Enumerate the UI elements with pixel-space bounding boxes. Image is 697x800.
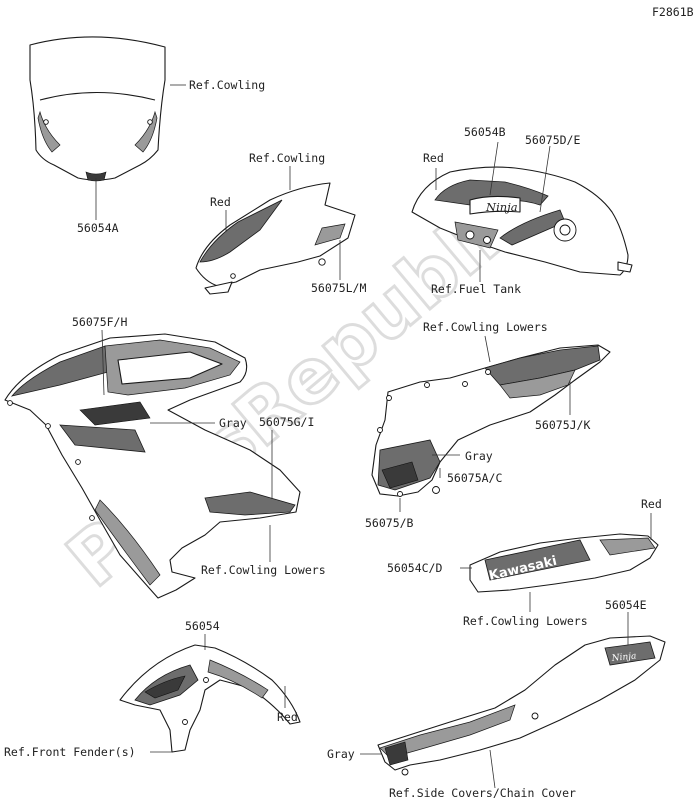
- label-tail-color: Gray: [327, 747, 355, 761]
- label-tank-ref: Ref.Fuel Tank: [431, 282, 521, 296]
- label-tank-part-b: 56054B: [464, 125, 506, 139]
- tank-logo: Ninja: [485, 200, 518, 214]
- upper-cowl: [195, 166, 356, 295]
- tail-logo: Ninja: [610, 651, 637, 664]
- label-lower-cowl-color: Gray: [465, 449, 493, 463]
- label-windshield-part: 56054A: [77, 221, 119, 235]
- label-lower-cowl-part-jk: 56075J/K: [535, 418, 590, 432]
- label-belly-color: Red: [641, 497, 662, 511]
- label-upper-cowl-part: 56075L/M: [311, 281, 366, 295]
- label-upper-cowl-ref: Ref.Cowling: [249, 151, 325, 165]
- side-cowl: [4, 329, 301, 599]
- label-fender-color: Red: [277, 710, 298, 724]
- label-tail-part: 56054E: [605, 598, 647, 612]
- label-lower-cowl-ref: Ref.Cowling Lowers: [423, 320, 548, 334]
- label-side-cowl-color: Gray: [219, 416, 247, 430]
- label-fender-part: 56054: [185, 619, 220, 633]
- label-belly-ref: Ref.Cowling Lowers: [463, 614, 588, 628]
- label-tank-part-de: 56075D/E: [525, 133, 580, 147]
- label-lower-cowl-part-b: 56075/B: [365, 516, 414, 530]
- label-upper-cowl-color: Red: [210, 195, 231, 209]
- label-tank-color: Red: [423, 151, 444, 165]
- fuel-tank: Ninja: [411, 141, 633, 282]
- lower-cowl: [371, 335, 611, 512]
- label-lower-cowl-part-ac: 56075A/C: [447, 471, 502, 485]
- label-side-cowl-part-gi: 56075G/I: [259, 415, 314, 429]
- tail-cover: Ninja: [360, 612, 666, 789]
- windshield: [29, 36, 186, 220]
- figure-code: F2861B: [652, 5, 694, 19]
- label-fender-ref: Ref.Front Fender(s): [4, 745, 136, 759]
- label-windshield-ref: Ref.Cowling: [189, 78, 265, 92]
- label-tail-ref: Ref.Side Covers/Chain Cover: [389, 786, 576, 800]
- front-fender: [119, 634, 301, 753]
- label-side-cowl-part-fh: 56075F/H: [72, 315, 127, 329]
- belly-pan: Kawasaki: [460, 513, 659, 612]
- label-belly-part: 56054C/D: [387, 561, 442, 575]
- label-side-cowl-ref: Ref.Cowling Lowers: [201, 563, 326, 577]
